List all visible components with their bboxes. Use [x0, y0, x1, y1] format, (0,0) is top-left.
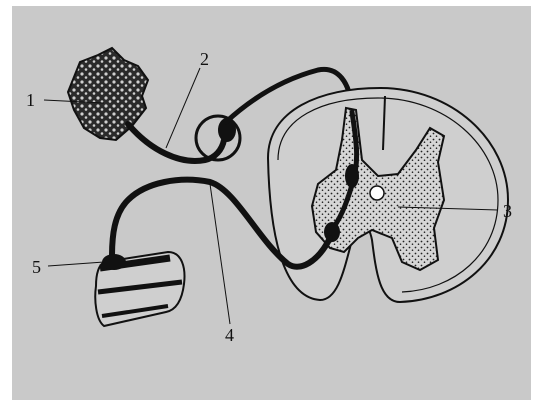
effector-muscle	[95, 252, 184, 326]
interneuron-cell	[345, 164, 359, 188]
afferent-nerve	[128, 124, 224, 161]
label-efferent-nerve: 4	[225, 326, 234, 344]
label-effector: 5	[32, 258, 41, 276]
receptor-shape	[68, 48, 148, 140]
leader-4	[210, 184, 230, 324]
label-receptor: 1	[26, 91, 35, 109]
central-canal	[370, 186, 384, 200]
leader-5	[48, 262, 104, 266]
label-afferent-nerve: 2	[200, 50, 209, 68]
label-spinal-gray-matter: 3	[503, 202, 512, 220]
